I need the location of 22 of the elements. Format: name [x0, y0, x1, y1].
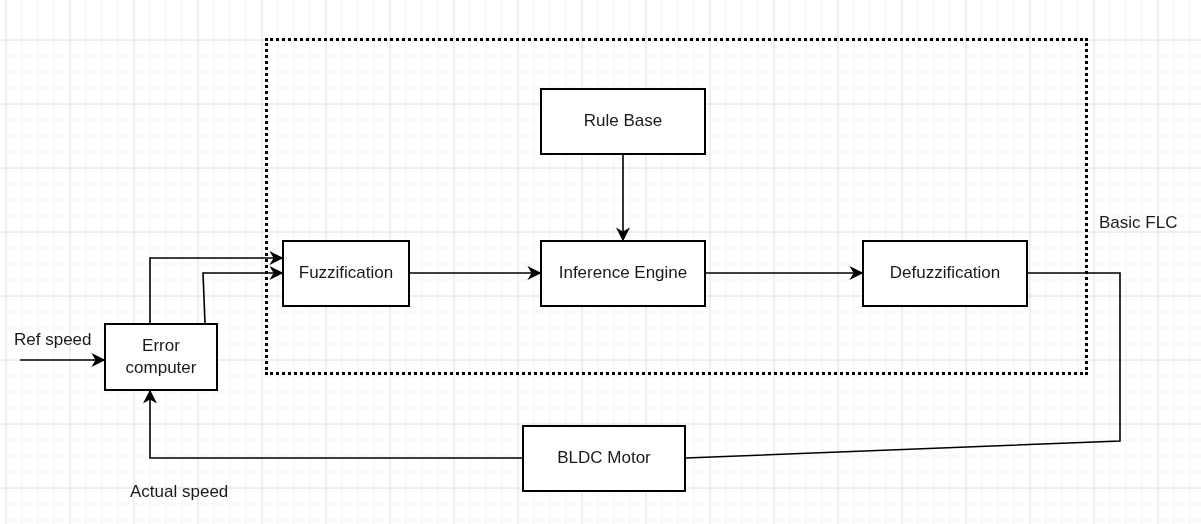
arrow	[616, 154, 630, 242]
box-label: Rule Base	[582, 110, 664, 133]
arrow	[705, 266, 864, 280]
edge-label: Actual speed	[130, 482, 229, 502]
box-label: BLDC Motor	[556, 447, 652, 470]
process-box	[104, 323, 218, 391]
arrow	[149, 251, 284, 324]
box-label: Fuzzification	[297, 262, 395, 285]
arrow	[202, 266, 284, 324]
group-label: Basic FLC	[1099, 212, 1178, 234]
box-label: Inference Engine	[557, 262, 689, 285]
edge-label: Ref speed	[14, 330, 92, 350]
arrow	[409, 266, 542, 280]
arrow	[143, 389, 523, 459]
process-box	[862, 240, 1028, 307]
box-label: Defuzzification	[888, 262, 1002, 285]
process-box	[540, 240, 706, 307]
process-box	[540, 88, 706, 155]
process-box	[522, 425, 686, 492]
arrow	[19, 353, 106, 367]
box-label: Error computer	[124, 334, 198, 379]
process-box	[282, 240, 410, 307]
